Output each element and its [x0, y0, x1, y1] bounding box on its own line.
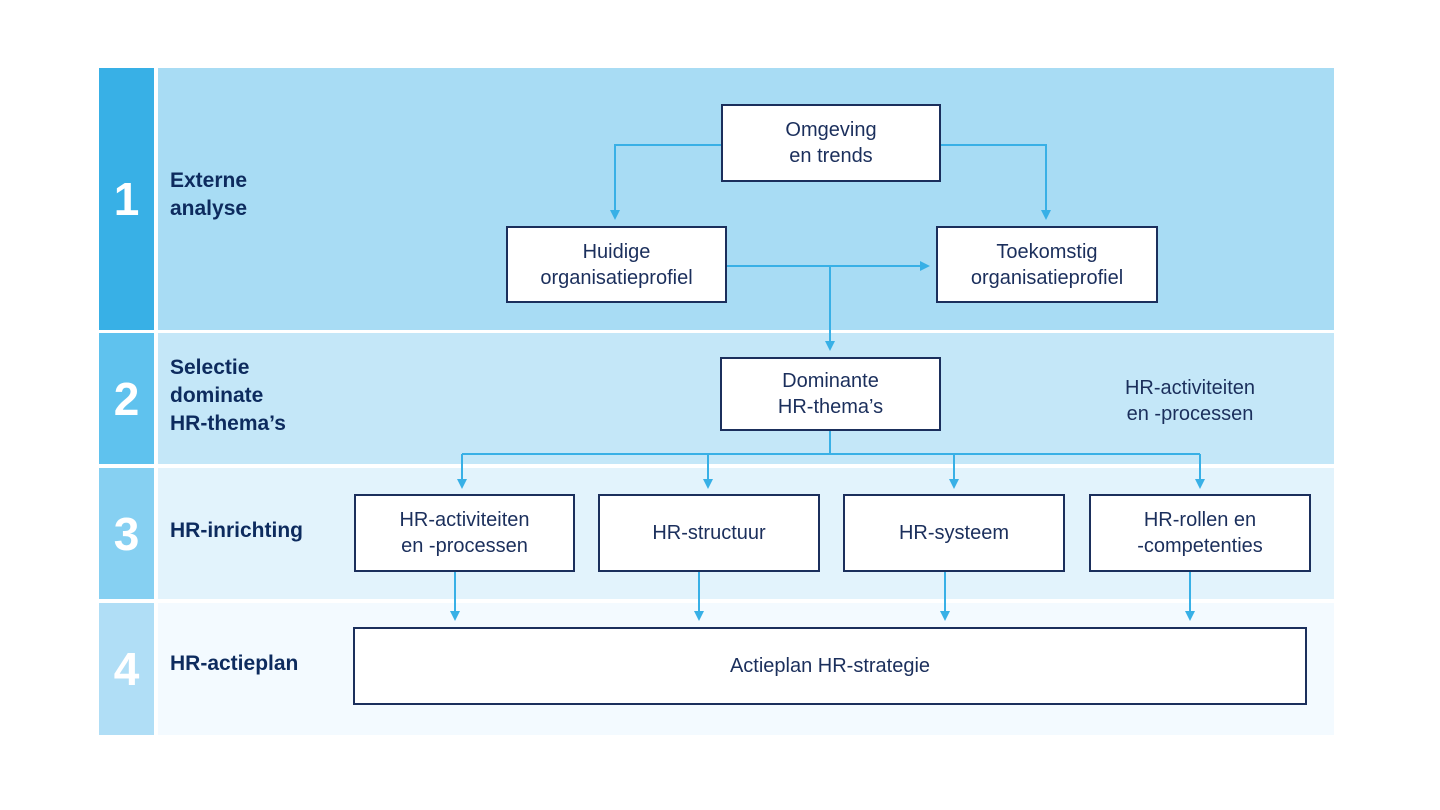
- box-hr-rollen: HR-rollen en -competenties: [1089, 494, 1311, 572]
- step-number-3: 3: [99, 468, 154, 599]
- box-toekomstig-organisatieprofiel: Toekomstig organisatieprofiel: [936, 226, 1158, 303]
- row-4-title: HR-actieplan: [170, 652, 299, 675]
- box-hr-systeem: HR-systeem: [843, 494, 1065, 572]
- row-3-title: HR-inrichting: [170, 519, 303, 542]
- row-1-title: Externe analyse: [170, 169, 248, 220]
- box-omgeving-en-trends: Omgeving en trends: [721, 104, 941, 182]
- step-number-2: 2: [99, 333, 154, 464]
- box-huidige-organisatieprofiel: Huidige organisatieprofiel: [506, 226, 727, 303]
- step-number-1: 1: [99, 68, 154, 330]
- arrow-omgeving-to-toekomstig: [940, 144, 1051, 220]
- box-actieplan-hr-strategie: Actieplan HR-strategie: [353, 627, 1307, 705]
- arrow-omgeving-to-huidige: [610, 144, 722, 220]
- box-hr-structuur: HR-structuur: [598, 494, 820, 572]
- step-number-4: 4: [99, 603, 154, 735]
- side-note-hr-activiteiten: HR-activiteiten en -processen: [1124, 377, 1256, 425]
- box-hr-activiteiten: HR-activiteiten en -processen: [354, 494, 575, 572]
- box-dominante-hr-themas: Dominante HR-thema’s: [720, 357, 941, 431]
- row-2-title: Selectie dominate HR-thema’s: [170, 356, 286, 435]
